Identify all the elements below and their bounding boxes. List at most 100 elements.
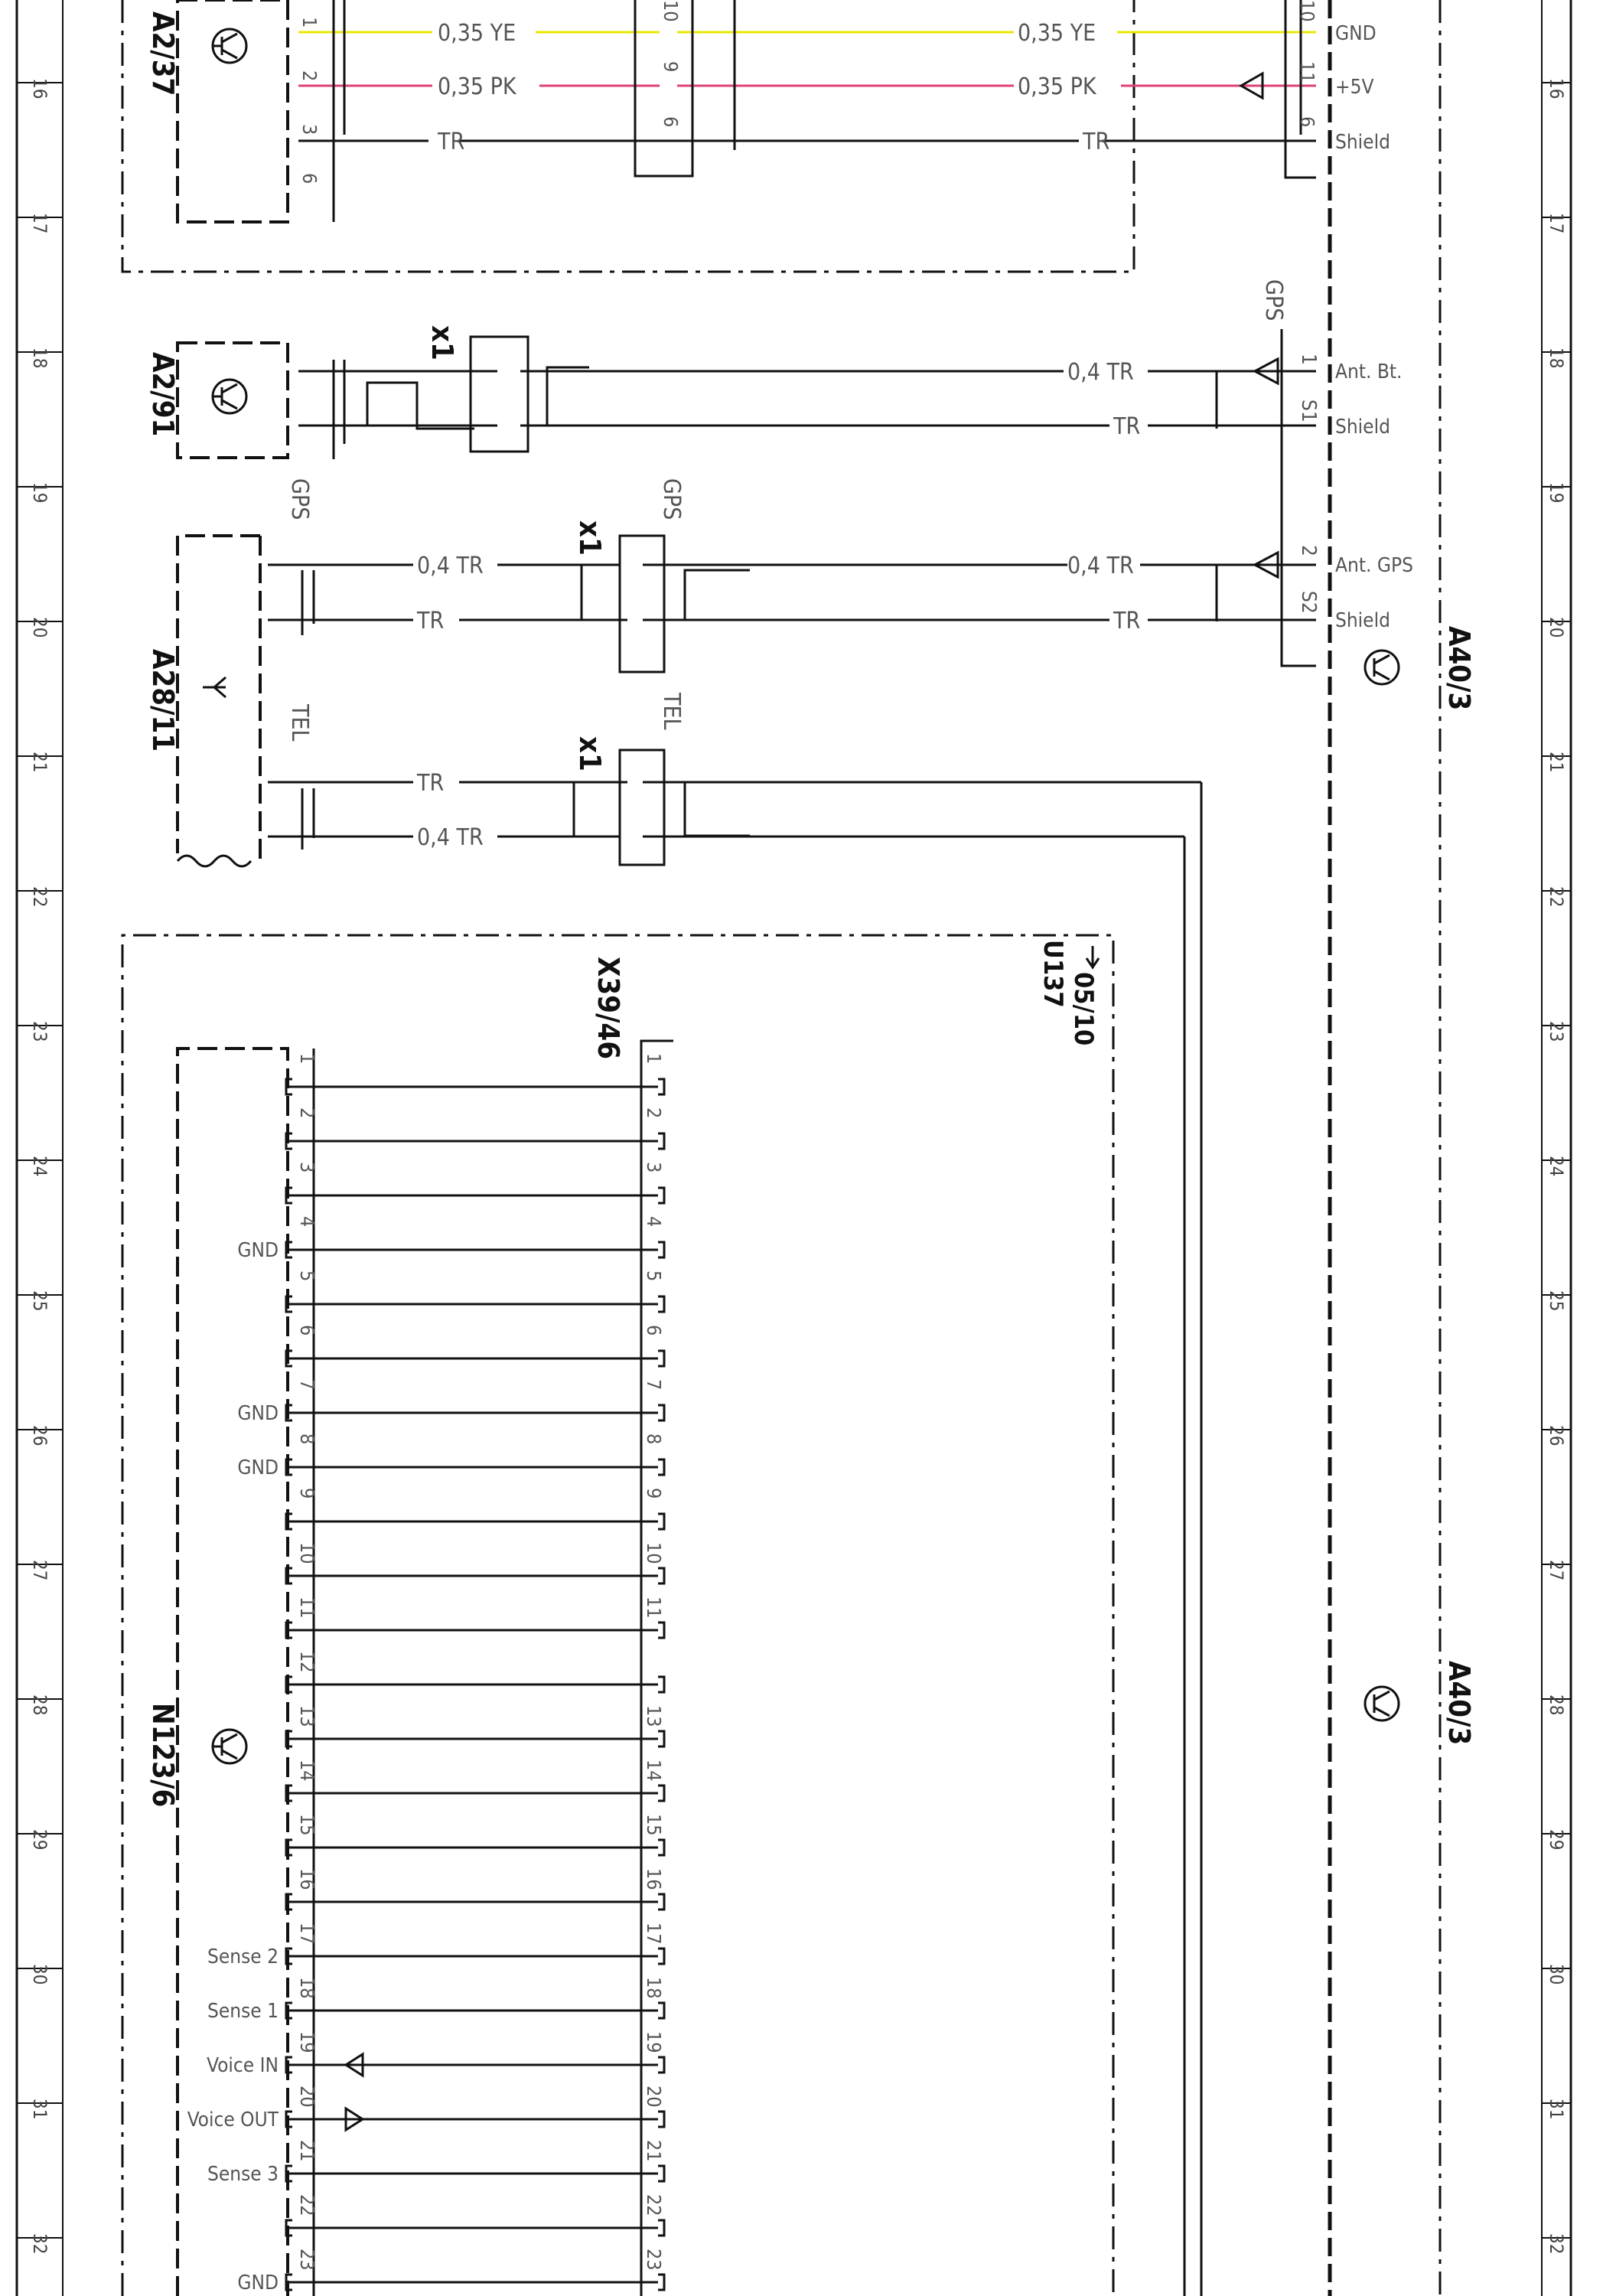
pin-number-left: 1 [296,1053,318,1064]
pin-socket-right [658,1838,666,1857]
pin-socket-right [658,2001,666,2020]
table-row: 13 13 [285,1705,666,1748]
pin-number-left: 6 [296,1325,318,1336]
ye-wire-right: 0,35 YE [1018,20,1096,47]
pin-number-left: 7 [296,1379,318,1390]
pin-number-right: 18 [643,1977,665,1999]
pin-socket-left [285,1349,292,1368]
antenna-icon [203,676,226,699]
grid-number: 22 [1546,886,1567,907]
bt-wires [298,329,1316,667]
pin-bt-1: 1 [1297,354,1320,365]
pin-socket-right [658,2273,666,2291]
pin-socket-left [285,1078,292,1096]
signal-ant-gps: Ant. GPS [1335,554,1413,577]
pin-number-left: 13 [296,1705,318,1727]
pin-number-left: 8 [296,1433,318,1444]
pin-number-right: 15 [643,1814,665,1836]
x39-46-label: X39/46 [591,957,625,1059]
pin-number-right: 13 [643,1705,665,1727]
pin-number-left: 14 [296,1760,318,1782]
pin-socket-left [285,2056,292,2074]
x1-label-a: x1 [425,325,459,360]
pin-socket-right [658,1132,666,1150]
pin-socket-left [285,2164,292,2183]
tel-label-b: TEL [658,692,685,730]
pin-socket-left [285,1404,292,1422]
lower-boundary [121,934,1115,2296]
grid-number: 29 [29,1829,51,1850]
bt-ant-wire: 0,4 TR [1067,359,1134,386]
tel-label-a: TEL [286,703,313,742]
pin-socket-right [658,1730,666,1748]
pin-signal-name: Voice IN [207,2054,279,2077]
grid-number: 26 [29,1425,51,1446]
gps-tel-wires [268,534,1316,2296]
pin-socket-left [285,1838,292,1857]
grid-number: 24 [1546,1156,1567,1176]
grid-number: 17 [29,213,51,233]
pin-number-right: 14 [643,1760,665,1782]
sheet-frame [15,0,1572,2296]
pin-socket-right [658,1349,666,1368]
pin-number-left: 21 [296,2140,318,2162]
a28-11-label: A28/11 [146,649,180,752]
pin-signal-name: Sense 1 [207,2000,279,2023]
grid-number: 19 [1546,482,1567,503]
grid-number: 25 [1546,1290,1567,1311]
pin-socket-left [285,1512,292,1531]
pin-socket-left [285,1784,292,1802]
grid-number: 22 [29,886,51,907]
grid-number: 23 [1546,1021,1567,1042]
pin-socket-left [285,1730,292,1748]
svg-text:9: 9 [660,61,682,72]
gps-label-a: GPS [1260,279,1287,321]
x1-label-b: x1 [573,520,607,556]
svg-text:11: 11 [1296,61,1318,83]
gps-shield-wire-right: TR [1113,608,1140,634]
grid-number: 20 [1546,617,1567,638]
pin-number-left: 11 [296,1596,318,1619]
grid-number: 18 [29,347,51,368]
pin-bt-s1: S1 [1297,400,1320,422]
gps-ant-wire-left: 0,4 TR [417,553,484,579]
pin-socket-left [285,1567,292,1585]
grid-number: 21 [1546,752,1567,772]
grid-number: 31 [1546,2099,1567,2119]
table-row: 14 14 [285,1760,666,1802]
grid-number: 28 [29,1694,51,1715]
gps-ant-wire-right: 0,4 TR [1067,553,1134,579]
grid-number: 19 [29,482,51,503]
pin-socket-right [658,1458,666,1476]
signal-5v: +5V [1335,76,1373,99]
pin-socket-right [658,1241,666,1259]
u137-label: U137 [1038,940,1068,1008]
ye-wire-left: 0,35 YE [438,20,516,47]
grid-number: 27 [29,1560,51,1580]
pin-signal-name: Voice OUT [187,2108,279,2131]
pin-number-right: 17 [643,1923,665,1945]
transistor-icon [1364,1685,1400,1722]
pin-socket-left [285,1893,292,1911]
pin-number-left: 22 [296,2194,318,2216]
pin-socket-left [285,1947,292,1965]
output-arrow-icon [344,2106,365,2132]
grid-number: 28 [1546,1694,1567,1715]
transistor-icon [211,378,248,415]
signal-gnd: GND [1335,22,1377,45]
pin-socket-left [285,2110,292,2128]
pin-number-left: 2 [296,1107,318,1118]
grid-number: 25 [29,1290,51,1311]
transistor-icon [211,28,248,64]
